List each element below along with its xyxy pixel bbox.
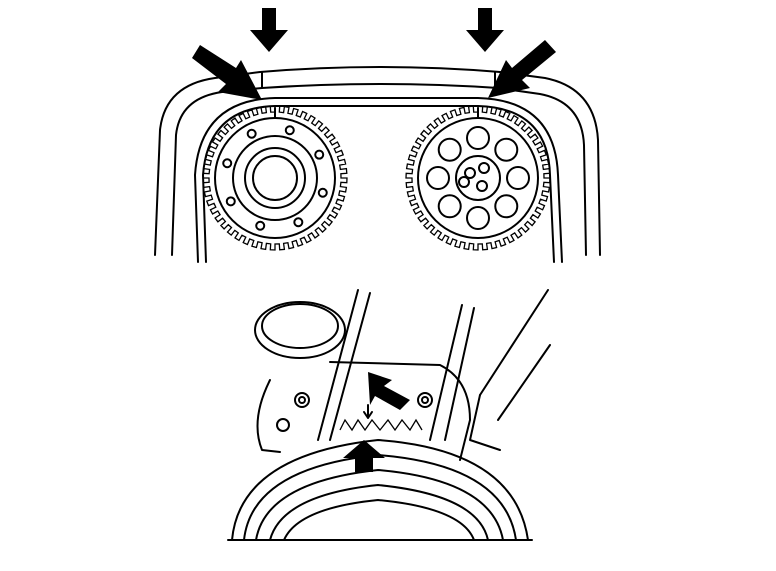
lower-view-crankshaft: [227, 289, 551, 541]
sprocket-rim: [417, 117, 539, 239]
hub-ring: [252, 155, 298, 201]
bolt-hole: [222, 158, 233, 169]
crankshaft-pulley: [231, 439, 529, 541]
lightening-hole: [466, 206, 490, 230]
hub-ring: [232, 135, 318, 221]
camshaft-sprocket-right: [405, 105, 551, 251]
sprocket-teeth: [202, 105, 348, 251]
hub: [455, 155, 501, 201]
timing-cover-outline: [154, 66, 601, 256]
hub-bolt: [458, 176, 470, 188]
bolt-hole: [284, 125, 295, 136]
crankshaft-sprocket: [339, 418, 423, 432]
arrow-pulley-mark: [343, 440, 385, 472]
bolt-hole: [225, 196, 236, 207]
camshaft-sprocket-left: [202, 105, 348, 251]
lightening-hole: [426, 166, 450, 190]
lightening-hole: [466, 126, 490, 150]
bolt-hole: [255, 220, 266, 231]
arrow-belt-mark: [368, 372, 410, 410]
lightening-hole: [506, 166, 530, 190]
lightening-hole: [494, 137, 519, 162]
sprocket-teeth: [405, 105, 551, 251]
arrow-down-right: [466, 8, 504, 52]
timing-belt-upper: [194, 97, 563, 263]
arrow-diagonal-left: [192, 45, 262, 100]
bolt-hole: [317, 187, 328, 198]
hub-ring: [244, 147, 306, 209]
hub-bolt: [464, 167, 476, 179]
lightening-hole: [437, 194, 462, 219]
belt-left-strand: [317, 289, 359, 441]
housing: [256, 379, 281, 453]
hub-bolt: [478, 162, 490, 174]
lightening-hole: [437, 137, 462, 162]
timing-cover-inner: [171, 83, 587, 256]
arrow-down-left: [250, 8, 288, 52]
belt-right-strand: [429, 304, 463, 441]
timing-mark-arrow: [363, 404, 373, 419]
arrow-diagonal-right: [488, 40, 556, 98]
bolt-hole: [293, 217, 304, 228]
upper-view-camshaft-sprockets: [154, 66, 601, 263]
cap: [254, 301, 346, 359]
bolt-hole: [246, 128, 257, 139]
bolt-hole: [314, 149, 325, 160]
hub-bolt: [476, 180, 488, 192]
timing-belt-upper-inner: [202, 105, 555, 263]
lightening-hole: [494, 194, 519, 219]
